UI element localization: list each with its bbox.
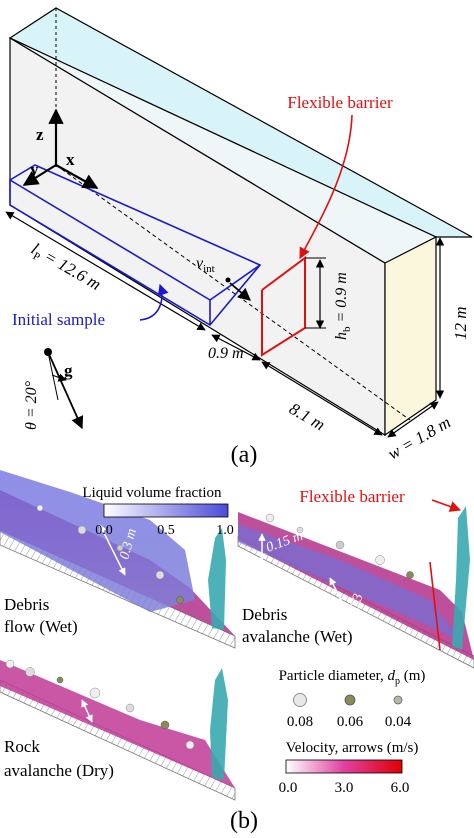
particle-tick-labels: 0.08 0.06 0.04 xyxy=(287,714,412,730)
barrier-mesh-3 xyxy=(210,668,228,780)
debris-flow-label-l1: Debris xyxy=(4,595,49,614)
debris-flow-label-l2: flow (Wet) xyxy=(4,617,78,636)
lvf-tick-labels: 0.0 0.5 1.0 xyxy=(95,523,234,538)
rock-aval-label-l2: avalanche (Dry) xyxy=(4,761,114,780)
depth-arrow-1 xyxy=(99,524,126,576)
sim-rock-avalanche xyxy=(0,659,236,801)
particle-marker-large xyxy=(293,693,307,707)
particle-marker-medium xyxy=(344,694,356,706)
depth-arrow-2b xyxy=(329,577,351,619)
gravity-label: g xyxy=(64,361,73,380)
debris-aval-label-l1: Debris xyxy=(242,605,287,624)
height-label: 12 m xyxy=(451,306,470,340)
dist-dim-line xyxy=(261,361,383,436)
barrier-title-a: Flexible barrier xyxy=(287,93,393,112)
panel-b-label: (b) xyxy=(230,808,258,834)
particle-bed-3 xyxy=(0,660,235,788)
depth-label-2b: 0.3 xyxy=(347,592,366,613)
dist-label: 8.1 m xyxy=(286,399,328,434)
barrier-title-b: Flexible barrier xyxy=(299,487,405,506)
debris-aval-label-l2: avalanche (Wet) xyxy=(242,627,352,646)
gap-label: 0.9 m xyxy=(208,345,244,362)
particle-legend-title: Particle diameter, dp (m) xyxy=(279,668,426,687)
barrier-b-pointer xyxy=(431,499,462,512)
gravity-arrow xyxy=(47,351,84,430)
lvf-title: Liquid volume fraction xyxy=(82,485,222,501)
velocity-tick-1: 3.0 xyxy=(335,780,354,796)
lvf-tick-0: 0.0 xyxy=(95,523,113,538)
lp-dim-line xyxy=(5,211,206,331)
lvf-tick-1: 0.5 xyxy=(157,523,175,538)
axis-z-label: z xyxy=(36,125,44,144)
barrier-mesh-2 xyxy=(452,506,470,650)
particle-tick-2: 0.04 xyxy=(385,714,412,730)
initial-sample-pointer xyxy=(139,283,169,321)
sim-debris-avalanche: 0.15 m 0.3 xyxy=(237,506,474,669)
theta-arc xyxy=(51,373,67,382)
velocity-tick-0: 0.0 xyxy=(279,780,298,796)
depth-arrow-3 xyxy=(81,699,93,723)
rock-aval-label-l1: Rock xyxy=(4,737,40,756)
axes-triad xyxy=(22,108,99,189)
vint-arrow xyxy=(229,282,251,301)
theta-label: θ = 20° xyxy=(23,380,40,430)
flume-end-face xyxy=(384,236,437,437)
lvf-tick-2: 1.0 xyxy=(216,523,234,538)
particle-tick-0: 0.08 xyxy=(287,714,313,730)
axis-x-label: x xyxy=(66,150,75,169)
hb-label: hb = 0.9 m xyxy=(333,272,353,340)
panel-a-label: (a) xyxy=(231,442,258,468)
width-dim-line xyxy=(387,401,439,438)
flume-centerline xyxy=(55,164,411,421)
velocity-legend-title: Velocity, arrows (m/s) xyxy=(286,740,419,756)
flume-front-top xyxy=(10,38,436,263)
particle-marker-small xyxy=(393,695,403,705)
liquid-layer-1 xyxy=(0,470,195,612)
initial-sample-label: Initial sample xyxy=(12,310,105,329)
sim-debris-flow: 0.3 m xyxy=(0,470,236,649)
gap-dim-line xyxy=(211,334,261,361)
particle-tick-1: 0.06 xyxy=(337,714,364,730)
axis-y-label: y xyxy=(30,160,39,179)
velocity-colorbar xyxy=(285,759,403,774)
velocity-tick-labels: 0.0 3.0 6.0 xyxy=(279,780,410,796)
barrier-mesh-1 xyxy=(208,528,226,630)
velocity-tick-2: 6.0 xyxy=(391,780,410,796)
barrier-pointer-arrow xyxy=(299,114,353,259)
lvf-colorbar xyxy=(103,503,229,518)
vint-dot xyxy=(225,277,231,283)
